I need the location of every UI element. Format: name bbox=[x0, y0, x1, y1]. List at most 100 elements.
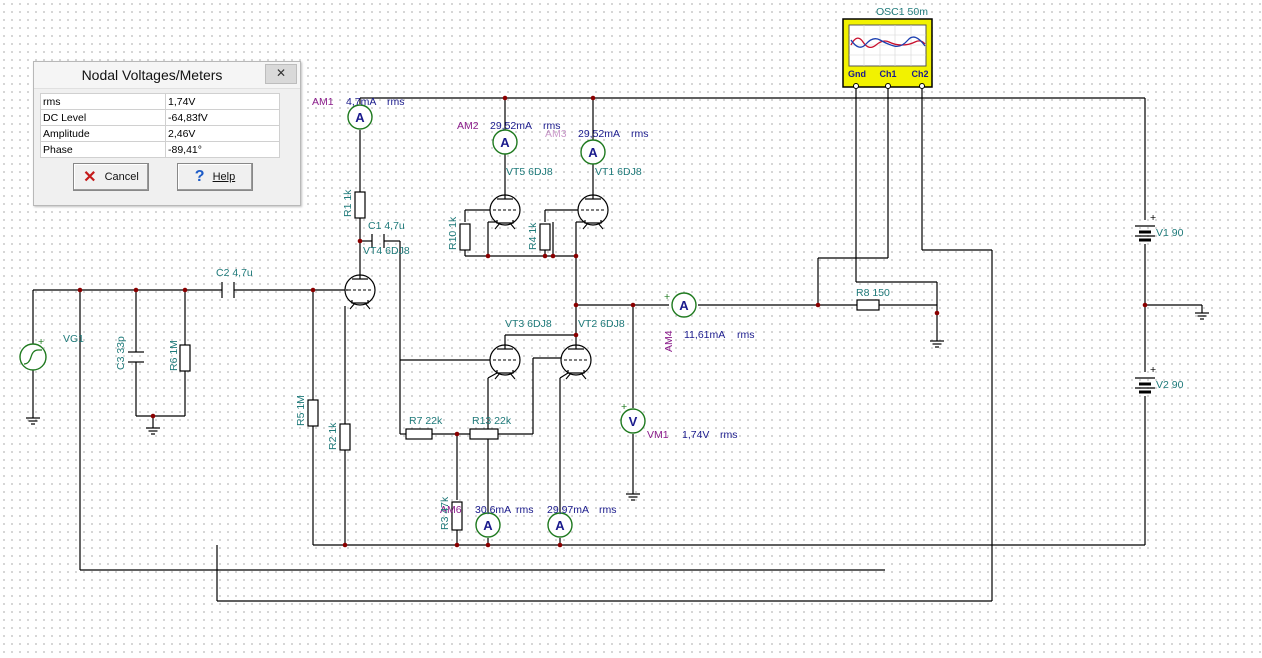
ammeter-am4[interactable]: A + bbox=[664, 291, 697, 318]
resistor-r10[interactable] bbox=[459, 223, 471, 251]
close-icon: ✕ bbox=[275, 66, 287, 80]
resistor-r4[interactable] bbox=[539, 223, 551, 251]
vt5-label: VT5 6DJ8 bbox=[506, 166, 553, 178]
am3-name: AM3 bbox=[545, 128, 567, 140]
osc-pin-ch2: Ch2 bbox=[911, 69, 928, 79]
wiring bbox=[32, 86, 1202, 602]
tube-vt4[interactable] bbox=[344, 270, 376, 310]
vt1-label: VT1 6DJ8 bbox=[595, 166, 642, 178]
c1-label: C1 4,7u bbox=[368, 220, 405, 232]
row-label: DC Level bbox=[40, 109, 166, 126]
am6-name: AM6 bbox=[440, 504, 462, 516]
close-button[interactable]: ✕ bbox=[265, 64, 297, 84]
v2-label: V2 90 bbox=[1156, 379, 1184, 391]
vm1-unit: rms bbox=[720, 429, 738, 441]
r4-label: R4 1k bbox=[527, 222, 539, 250]
row-label: rms bbox=[40, 93, 166, 110]
am4-name: AM4 bbox=[663, 330, 675, 352]
r1-label: R1 1k bbox=[342, 189, 354, 217]
r5-label: R5 1M bbox=[295, 395, 307, 426]
r6-label: R6 1M bbox=[168, 340, 180, 371]
ground-icon bbox=[625, 485, 641, 501]
ammeter-29-97ma[interactable]: A bbox=[547, 512, 573, 538]
table-row: Phase -89,41° bbox=[40, 141, 280, 158]
table-row: Amplitude 2,46V bbox=[40, 125, 280, 142]
am6-unit: rms bbox=[516, 504, 534, 516]
help-button[interactable]: ? Help bbox=[177, 163, 253, 191]
ground-icon bbox=[25, 409, 41, 425]
osc-pin-ch1: Ch1 bbox=[879, 69, 896, 79]
resistor-r6[interactable] bbox=[179, 344, 191, 372]
vt3-label: VT3 6DJ8 bbox=[505, 318, 552, 330]
tube-vt2[interactable] bbox=[559, 342, 592, 380]
battery-v2[interactable]: + bbox=[1135, 364, 1156, 394]
resistor-r2[interactable] bbox=[339, 423, 351, 451]
capacitor-c3[interactable] bbox=[128, 351, 144, 363]
c2-label: C2 4,7u bbox=[216, 267, 253, 279]
tube-vt1[interactable] bbox=[577, 188, 609, 230]
resistor-r1[interactable] bbox=[354, 191, 366, 219]
ground-icon bbox=[1194, 304, 1210, 320]
battery-v1[interactable]: + bbox=[1135, 212, 1156, 242]
plus-sign: + bbox=[1150, 212, 1156, 224]
vg1-label: VG1 bbox=[63, 333, 84, 345]
help-button-label: Help bbox=[212, 171, 236, 183]
meter-letter: A bbox=[679, 298, 689, 313]
am4-unit: rms bbox=[737, 329, 755, 341]
ammeter-am2[interactable]: A bbox=[492, 129, 518, 155]
oscilloscope-osc1[interactable]: Gnd Ch1 Ch2 bbox=[842, 18, 933, 89]
resistor-r3[interactable] bbox=[451, 501, 463, 531]
ground-icon bbox=[145, 419, 161, 435]
meter-letter: A bbox=[483, 518, 493, 533]
am6-reading: 30,6mA bbox=[475, 504, 511, 516]
am1-reading: 4,7mA bbox=[346, 96, 376, 108]
row-value: 1,74V bbox=[165, 93, 280, 110]
ground-icon bbox=[929, 332, 945, 348]
row-value: -64,83fV bbox=[165, 109, 280, 126]
capacitor-c2[interactable] bbox=[221, 282, 235, 298]
r2-label: R2 1k bbox=[327, 422, 339, 450]
am2-unit: rms bbox=[543, 120, 561, 132]
resistor-r8[interactable] bbox=[856, 299, 880, 311]
ammeter-am6[interactable]: A bbox=[475, 512, 501, 538]
plus-sign: + bbox=[664, 291, 670, 303]
ammeter-am3[interactable]: A bbox=[580, 139, 606, 165]
plus-sign: + bbox=[621, 401, 627, 413]
measurements-table: rms 1,74V DC Level -64,83fV Amplitude 2,… bbox=[40, 93, 280, 158]
cancel-button[interactable]: ✕ Cancel bbox=[73, 163, 149, 191]
ammeter-am1[interactable]: A bbox=[347, 104, 373, 130]
am3-reading: 29,52mA bbox=[578, 128, 620, 140]
vm1-reading: 1,74V bbox=[682, 429, 709, 441]
dialog-title: Nodal Voltages/Meters bbox=[81, 67, 223, 83]
red-x-icon: ✕ bbox=[83, 169, 97, 186]
resistor-r5[interactable] bbox=[307, 399, 319, 427]
dialog-title-bar[interactable]: Nodal Voltages/Meters ✕ bbox=[34, 62, 300, 89]
tube-vt5[interactable] bbox=[489, 188, 521, 230]
component-labels: OSC1 50m AM1 4,7mA rms AM2 29,52mA rms A… bbox=[63, 6, 1184, 530]
plus-sign: + bbox=[38, 336, 44, 348]
resistor-r13[interactable] bbox=[469, 428, 499, 440]
capacitor-c1[interactable] bbox=[371, 234, 385, 248]
vm1-name: VM1 bbox=[647, 429, 669, 441]
meter-letter: V bbox=[629, 414, 638, 429]
junction-dots bbox=[77, 95, 1148, 548]
signal-generator-vg1[interactable]: + bbox=[19, 336, 47, 371]
r8-label: R8 150 bbox=[856, 287, 890, 299]
am-29-97-unit: rms bbox=[599, 504, 617, 516]
am2-name: AM2 bbox=[457, 120, 479, 132]
tube-vt3[interactable] bbox=[487, 342, 521, 380]
row-value: 2,46V bbox=[165, 125, 280, 142]
row-label: Phase bbox=[40, 141, 166, 158]
v1-label: V1 90 bbox=[1156, 227, 1184, 239]
meter-letter: A bbox=[500, 135, 510, 150]
r10-label: R10 1k bbox=[447, 216, 459, 250]
voltmeter-vm1[interactable]: V + bbox=[620, 401, 646, 434]
blue-question-icon: ? bbox=[194, 168, 205, 185]
meter-letter: A bbox=[588, 145, 598, 160]
meter-letter: A bbox=[355, 110, 365, 125]
resistor-r7[interactable] bbox=[405, 428, 433, 440]
am3-unit: rms bbox=[631, 128, 649, 140]
am4-reading: 11,61mA bbox=[684, 329, 725, 341]
am1-unit: rms bbox=[387, 96, 405, 108]
